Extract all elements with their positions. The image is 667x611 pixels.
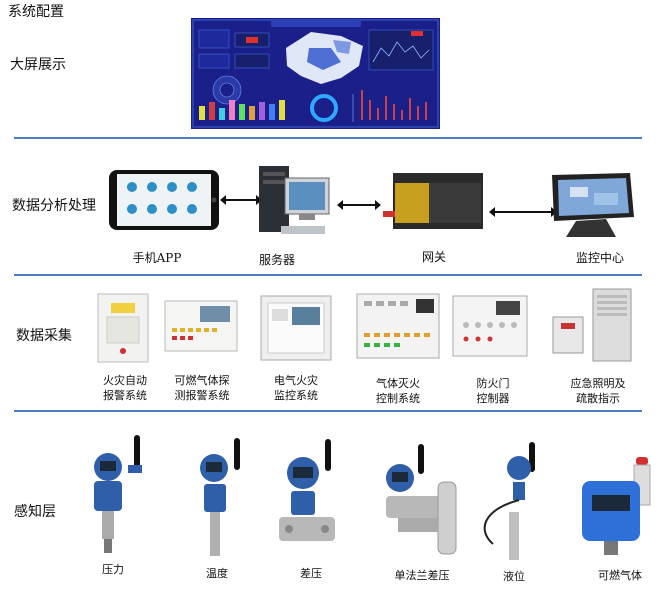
device-caption-differential-pressure: 差压	[300, 567, 322, 580]
device-caption-monitor-center: 监控中心	[575, 251, 624, 265]
arrow-server-gateway	[337, 200, 381, 210]
gas-detection-panel	[164, 300, 238, 352]
divider-display	[14, 137, 642, 139]
device-caption-level: 液位	[503, 570, 525, 583]
combustible-gas-detector	[582, 457, 651, 555]
layer-label-sensing: 感知层	[14, 504, 56, 520]
emergency-lighting-panel	[552, 288, 632, 362]
device-caption-emergency-lighting: 应急照明及 疏散指示	[570, 377, 626, 405]
electrical-fire-panel	[260, 295, 332, 361]
pressure-transmitter	[94, 435, 142, 553]
phone-app-device	[109, 170, 219, 230]
divider-collection	[14, 410, 642, 412]
device-caption-single-flange: 单法兰差压	[394, 569, 450, 582]
monitor-center-device	[552, 173, 634, 237]
device-caption-gas-extinguishing: 气体灭火 控制系统	[376, 377, 420, 405]
layer-label-display: 大屏展示	[10, 57, 66, 73]
layer-label-analysis: 数据分析处理	[12, 198, 96, 214]
gas-extinguishing-panel	[356, 293, 440, 359]
fire-alarm-panel	[97, 293, 149, 363]
gateway-device	[383, 173, 483, 229]
fire-door-controller	[452, 295, 528, 357]
single-flange-transmitter	[386, 444, 457, 555]
device-caption-fire-alarm: 火灾自动 报警系统	[103, 374, 147, 402]
device-caption-combustible-gas: 可燃气体	[598, 569, 642, 582]
arrow-gateway-monitor	[489, 207, 557, 217]
device-caption-temperature: 温度	[206, 567, 228, 580]
server-device	[259, 166, 330, 234]
page-title: 系统配置	[8, 4, 64, 20]
divider-analysis	[14, 274, 642, 276]
device-caption-electrical-fire: 电气火灾 监控系统	[274, 374, 318, 402]
device-caption-gas-detection: 可燃气体探 测报警系统	[174, 374, 230, 402]
device-caption-fire-door: 防火门 控制器	[476, 377, 510, 405]
arrow-phone-server	[220, 195, 262, 205]
differential-pressure-transmitter	[279, 439, 335, 541]
device-caption-gateway: 网关	[421, 250, 446, 264]
device-caption-server: 服务器	[258, 253, 295, 267]
temperature-transmitter	[200, 438, 240, 556]
big-screen-dashboard	[191, 18, 440, 129]
device-caption-phone-app: 手机APP	[132, 251, 182, 265]
device-caption-pressure: 压力	[102, 563, 124, 576]
level-transmitter	[483, 442, 535, 560]
layer-label-collection: 数据采集	[16, 328, 72, 344]
